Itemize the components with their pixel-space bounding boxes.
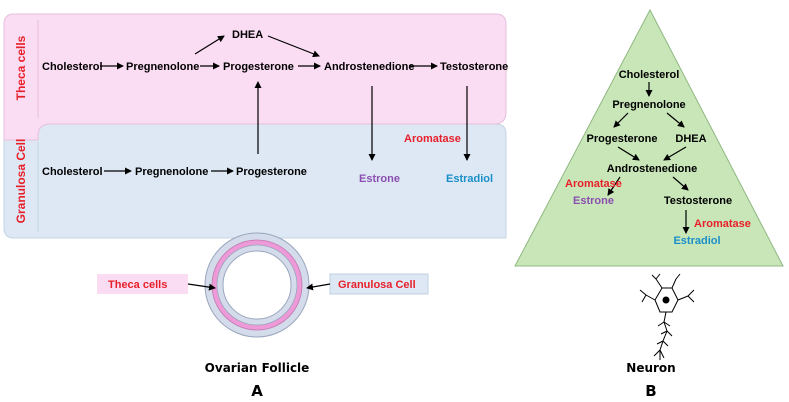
panel-b-letter: B [645, 382, 656, 400]
theca-androstenedione: Androstenedione [324, 61, 414, 73]
neuron-dhea: DHEA [675, 133, 706, 145]
theca-progesterone: Progesterone [223, 61, 294, 73]
neuron-aromatase-2: Aromatase [694, 218, 751, 230]
granulosa-callout-label: Granulosa Cell [338, 279, 416, 291]
theca-callout-box [97, 274, 188, 294]
granulosa-estradiol: Estradiol [446, 173, 493, 185]
granulosa-cholesterol: Cholesterol [42, 166, 103, 178]
neuron-progesterone: Progesterone [587, 133, 658, 145]
theca-callout-label: Theca cells [108, 279, 167, 291]
neuron-cholesterol: Cholesterol [619, 69, 680, 81]
theca-cells-side-label: Theca cells [14, 35, 28, 100]
panel-a-letter: A [251, 382, 263, 400]
granulosa-estrone: Estrone [359, 173, 400, 185]
neuron-pregnenolone: Pregnenolone [612, 99, 685, 111]
neuron-aromatase-1: Aromatase [565, 178, 622, 190]
theca-testosterone: Testosterone [440, 61, 508, 73]
neuron-triangle [514, 8, 784, 267]
theca-pregnenolone: Pregnenolone [126, 61, 199, 73]
theca-dhea: DHEA [232, 29, 263, 41]
neuron-icon [639, 273, 695, 360]
neuron-caption: Neuron [626, 361, 675, 375]
granulosa-cell-side-label: Granulosa Cell [14, 139, 28, 224]
neuron-estrone: Estrone [573, 195, 614, 207]
granulosa-progesterone: Progesterone [236, 166, 307, 178]
theca-cells-band [3, 13, 507, 141]
neuron-estradiol: Estradiol [673, 235, 720, 247]
theca-cholesterol: Cholesterol [42, 61, 103, 73]
granulosa-pregnenolone: Pregnenolone [135, 166, 208, 178]
ovarian-follicle-caption: Ovarian Follicle [205, 361, 310, 375]
neuron-testosterone: Testosterone [664, 195, 732, 207]
ovarian-follicle-icon [204, 232, 310, 338]
neuron-androstenedione: Androstenedione [607, 163, 697, 175]
granulosa-aromatase: Aromatase [404, 133, 461, 145]
